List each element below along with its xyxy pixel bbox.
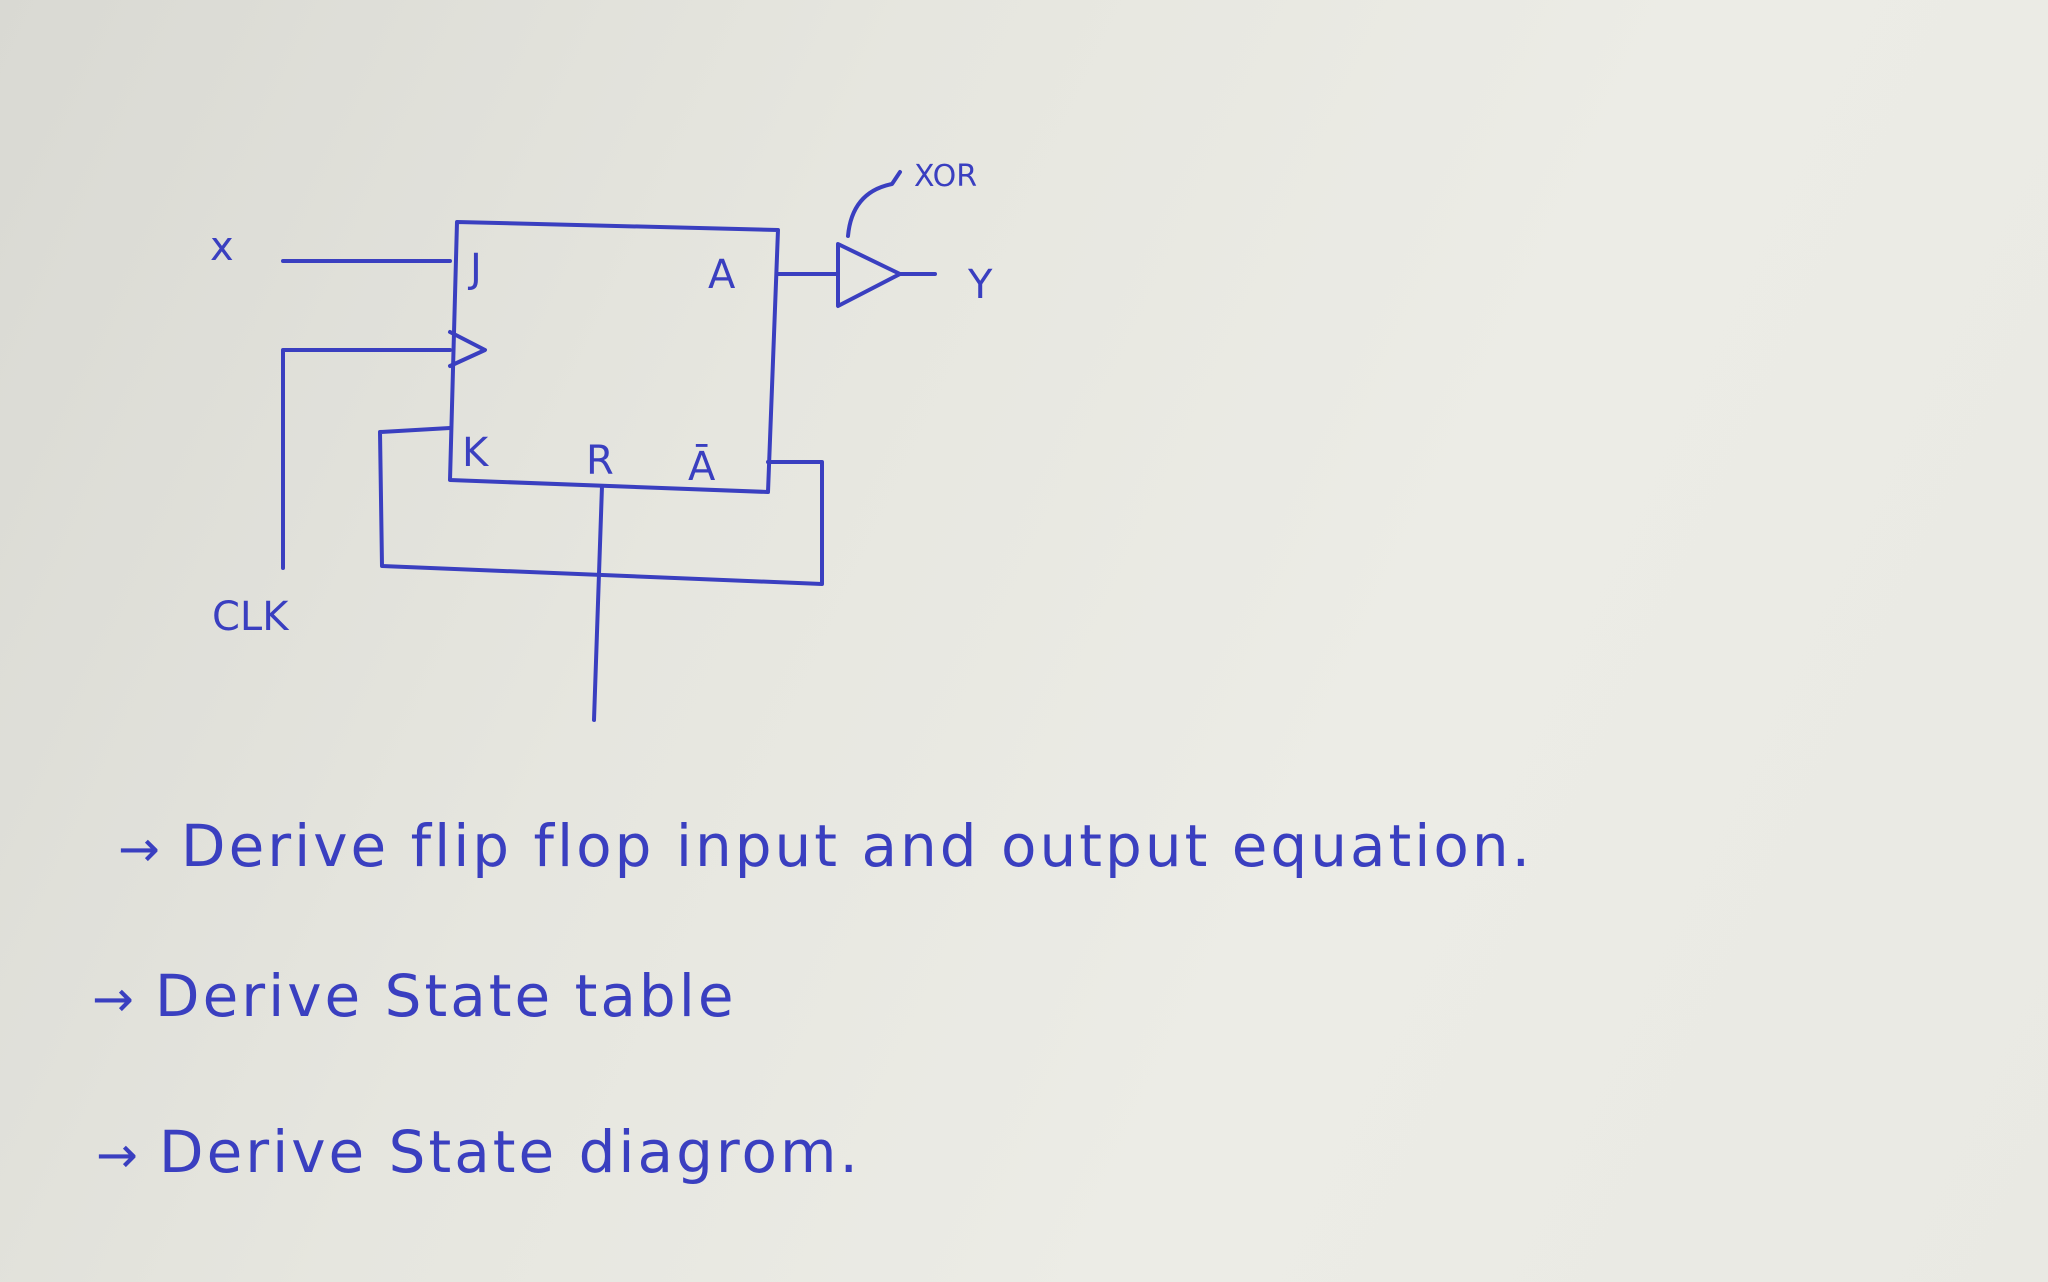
arrow-icon: → <box>118 820 163 878</box>
task-1-text: Derive flip flop input and output equati… <box>180 812 1534 880</box>
clock-label: CLK <box>212 594 290 640</box>
feedback-wire <box>378 426 824 586</box>
output-a-label: A <box>708 252 736 298</box>
pin-j-label: J <box>467 246 482 292</box>
task-3: → Derive State diagrom. <box>96 1118 861 1186</box>
input-x-label: x <box>210 224 234 270</box>
task-2: → Derive State table <box>92 962 737 1030</box>
output-y-label: Y <box>967 262 993 308</box>
task-2-text: Derive State table <box>154 962 737 1030</box>
arrow-icon: → <box>92 970 137 1028</box>
gate-label: XOR <box>914 159 977 194</box>
pin-k-label: K <box>462 430 490 476</box>
output-abar-label: Ā <box>688 443 716 490</box>
clock-wire <box>281 348 452 570</box>
clock-triangle <box>448 330 487 368</box>
task-3-text: Derive State diagrom. <box>158 1118 861 1186</box>
gate-callout <box>846 170 902 238</box>
arrow-icon: → <box>96 1126 141 1184</box>
gate-triangle <box>836 242 902 308</box>
reset-wire <box>592 484 604 722</box>
pin-r-label: R <box>586 438 614 484</box>
task-1: → Derive flip flop input and output equat… <box>118 812 1533 880</box>
flip-flop-box <box>448 220 780 494</box>
